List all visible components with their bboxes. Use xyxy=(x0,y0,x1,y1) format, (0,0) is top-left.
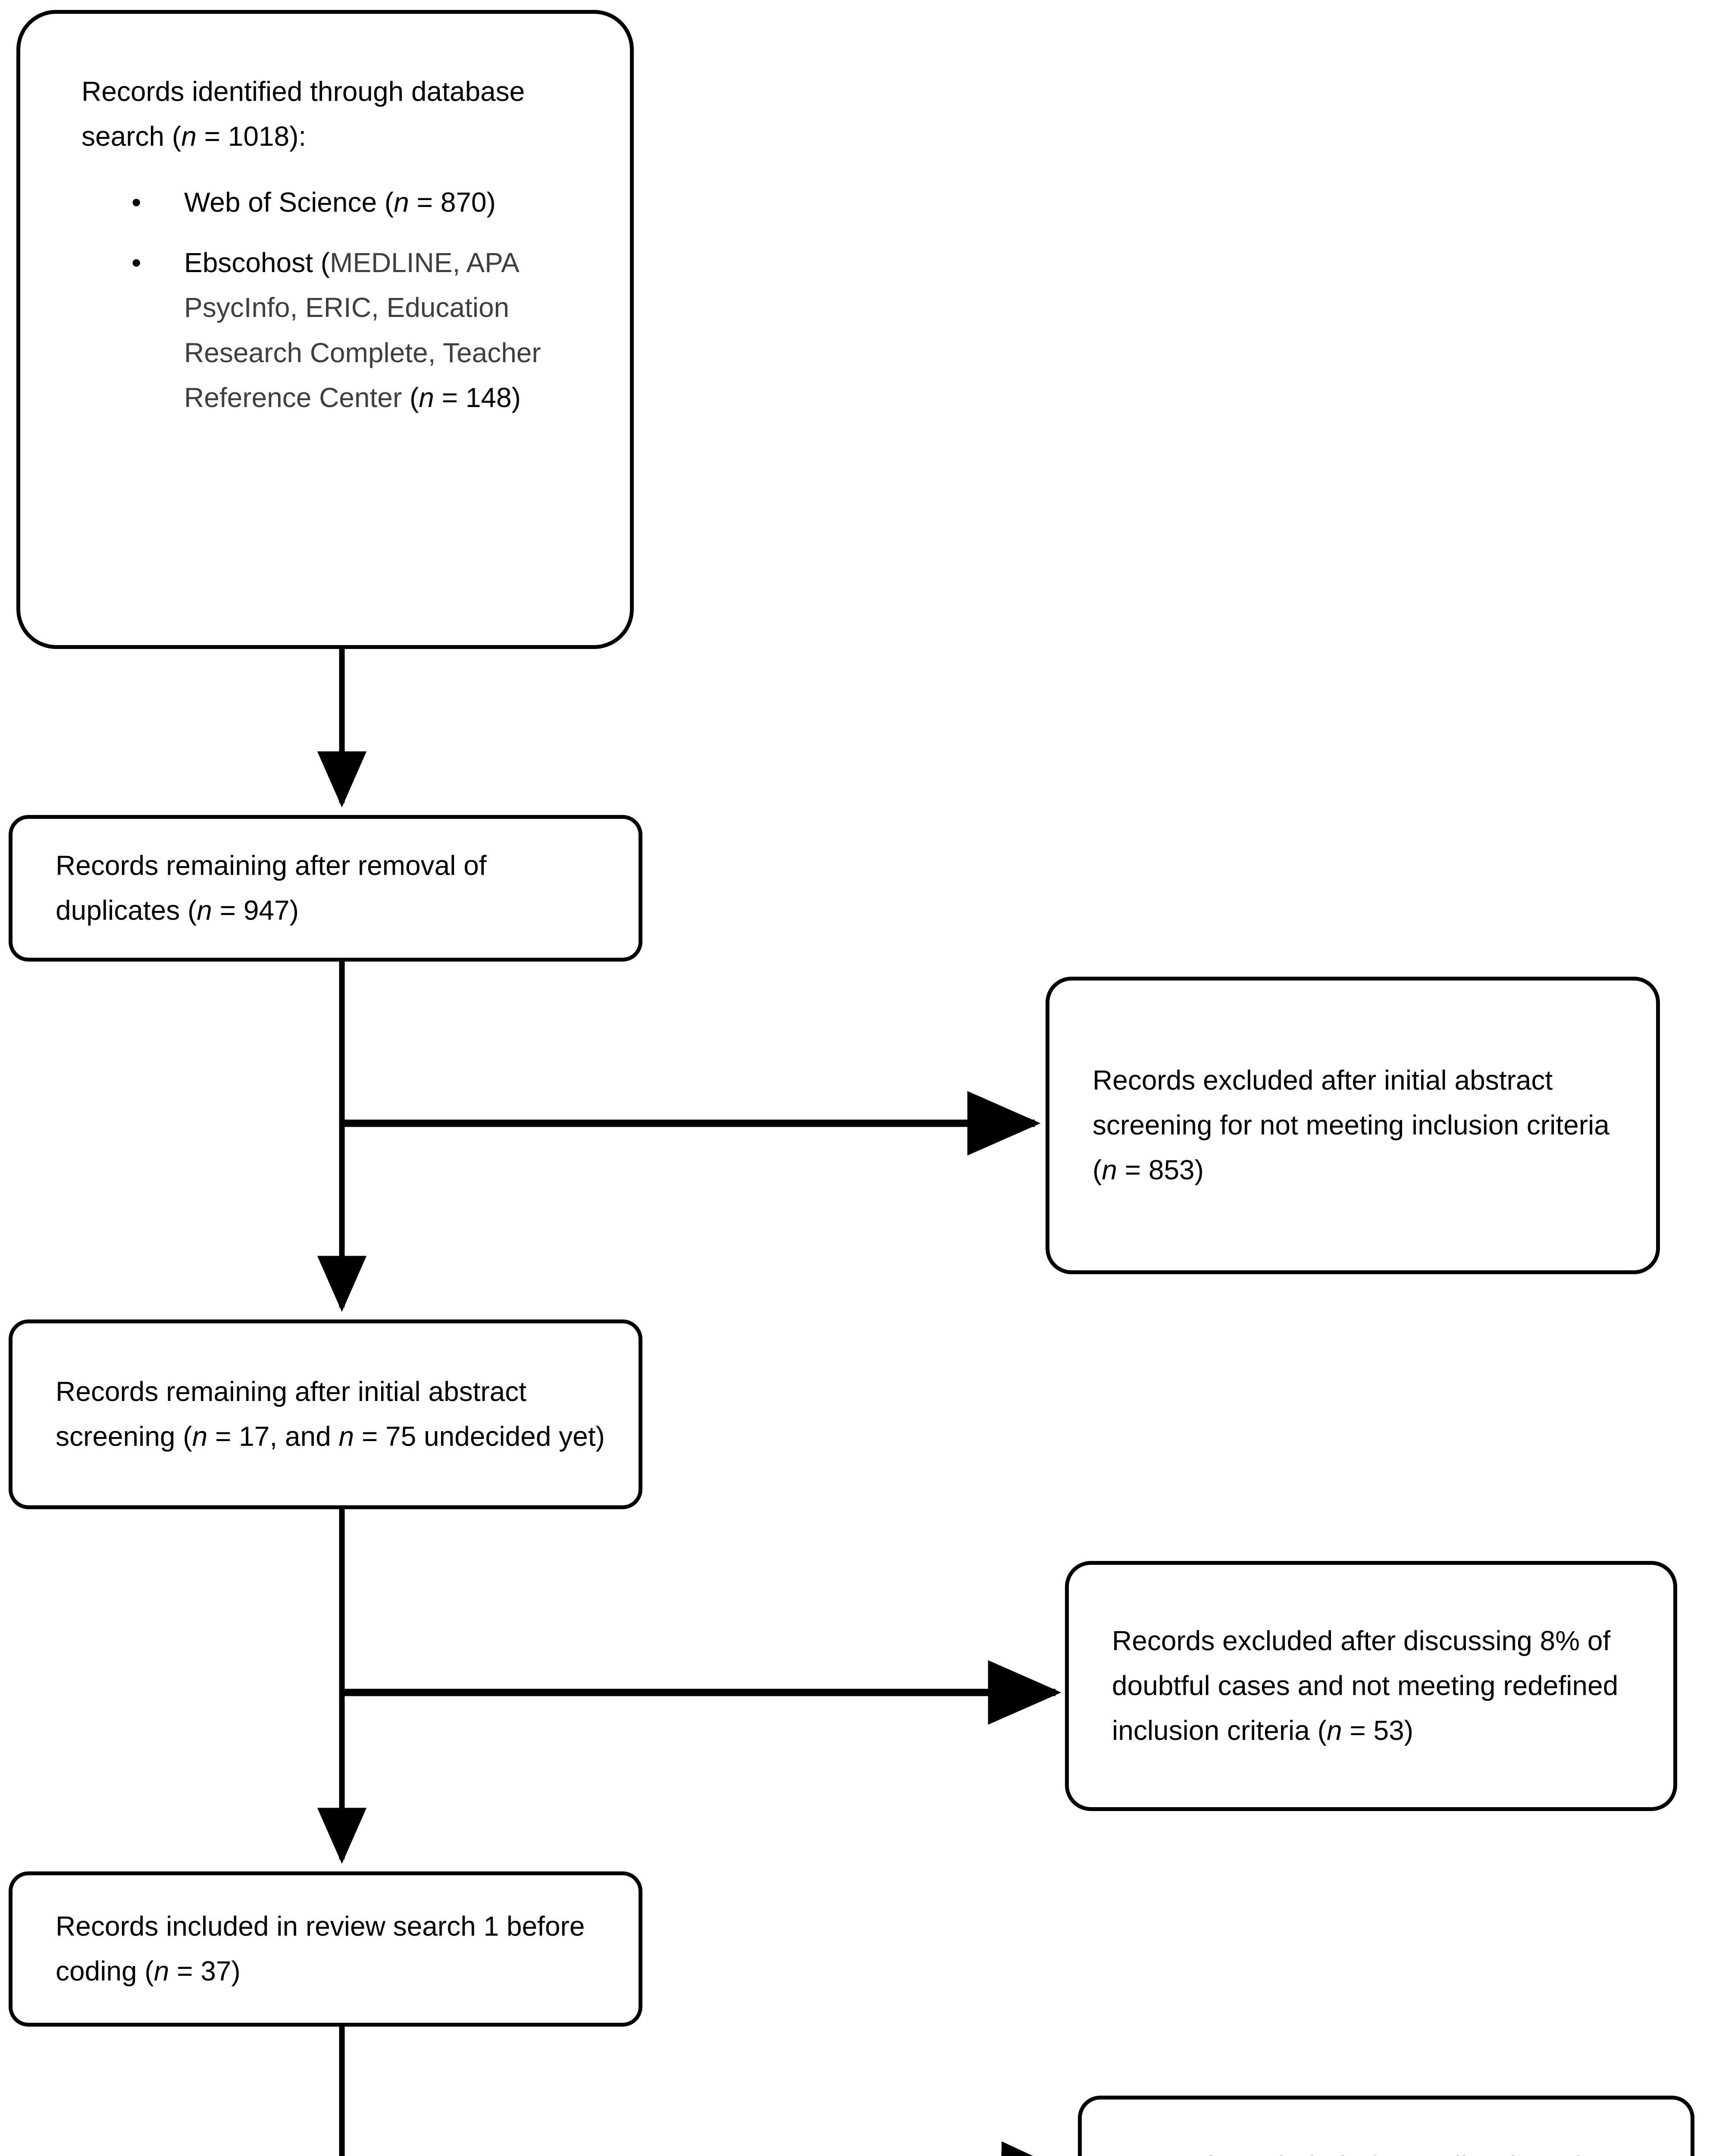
node-text: Records included in review search 1 befo… xyxy=(56,1911,585,1987)
list-item-label: Web of Science (n = 870) xyxy=(184,186,496,218)
list-item-ebscohost: • Ebscohost (MEDLINE, APA PsycInfo, ERIC… xyxy=(132,240,567,420)
node-records-excluded-abstract-screening: Records excluded after initial abstract … xyxy=(1046,977,1660,1274)
database-list: • Web of Science (n = 870) • Ebscohost (… xyxy=(20,180,630,420)
bullet-icon: • xyxy=(132,247,141,278)
node-records-excluded-after-coding: Records excluded after coding (n = 5) xyxy=(1078,2096,1694,2156)
node-text: Records remaining after removal of dupli… xyxy=(56,850,487,926)
node-records-identified-heading: Records identified through database sear… xyxy=(81,76,525,152)
node-text: Records excluded after discussing 8% of … xyxy=(1112,1625,1619,1746)
node-records-after-duplicates: Records remaining after removal of dupli… xyxy=(9,815,642,962)
list-item-web-of-science: • Web of Science (n = 870) xyxy=(132,180,567,225)
node-text: Records remaining after initial abstract… xyxy=(56,1376,605,1452)
bullet-icon: • xyxy=(132,186,141,218)
node-records-identified: Records identified through database sear… xyxy=(16,10,634,649)
list-item-label: Ebscohost (MEDLINE, APA PsycInfo, ERIC, … xyxy=(184,247,541,413)
node-text: Records excluded after coding (n = 5) xyxy=(1125,2144,1672,2156)
node-records-included-before-coding: Records included in review search 1 befo… xyxy=(9,1871,642,2027)
node-records-excluded-doubtful-cases: Records excluded after discussing 8% of … xyxy=(1065,1561,1677,1811)
node-records-after-abstract-screening: Records remaining after initial abstract… xyxy=(9,1319,642,1509)
node-text: Records excluded after initial abstract … xyxy=(1093,1065,1610,1185)
